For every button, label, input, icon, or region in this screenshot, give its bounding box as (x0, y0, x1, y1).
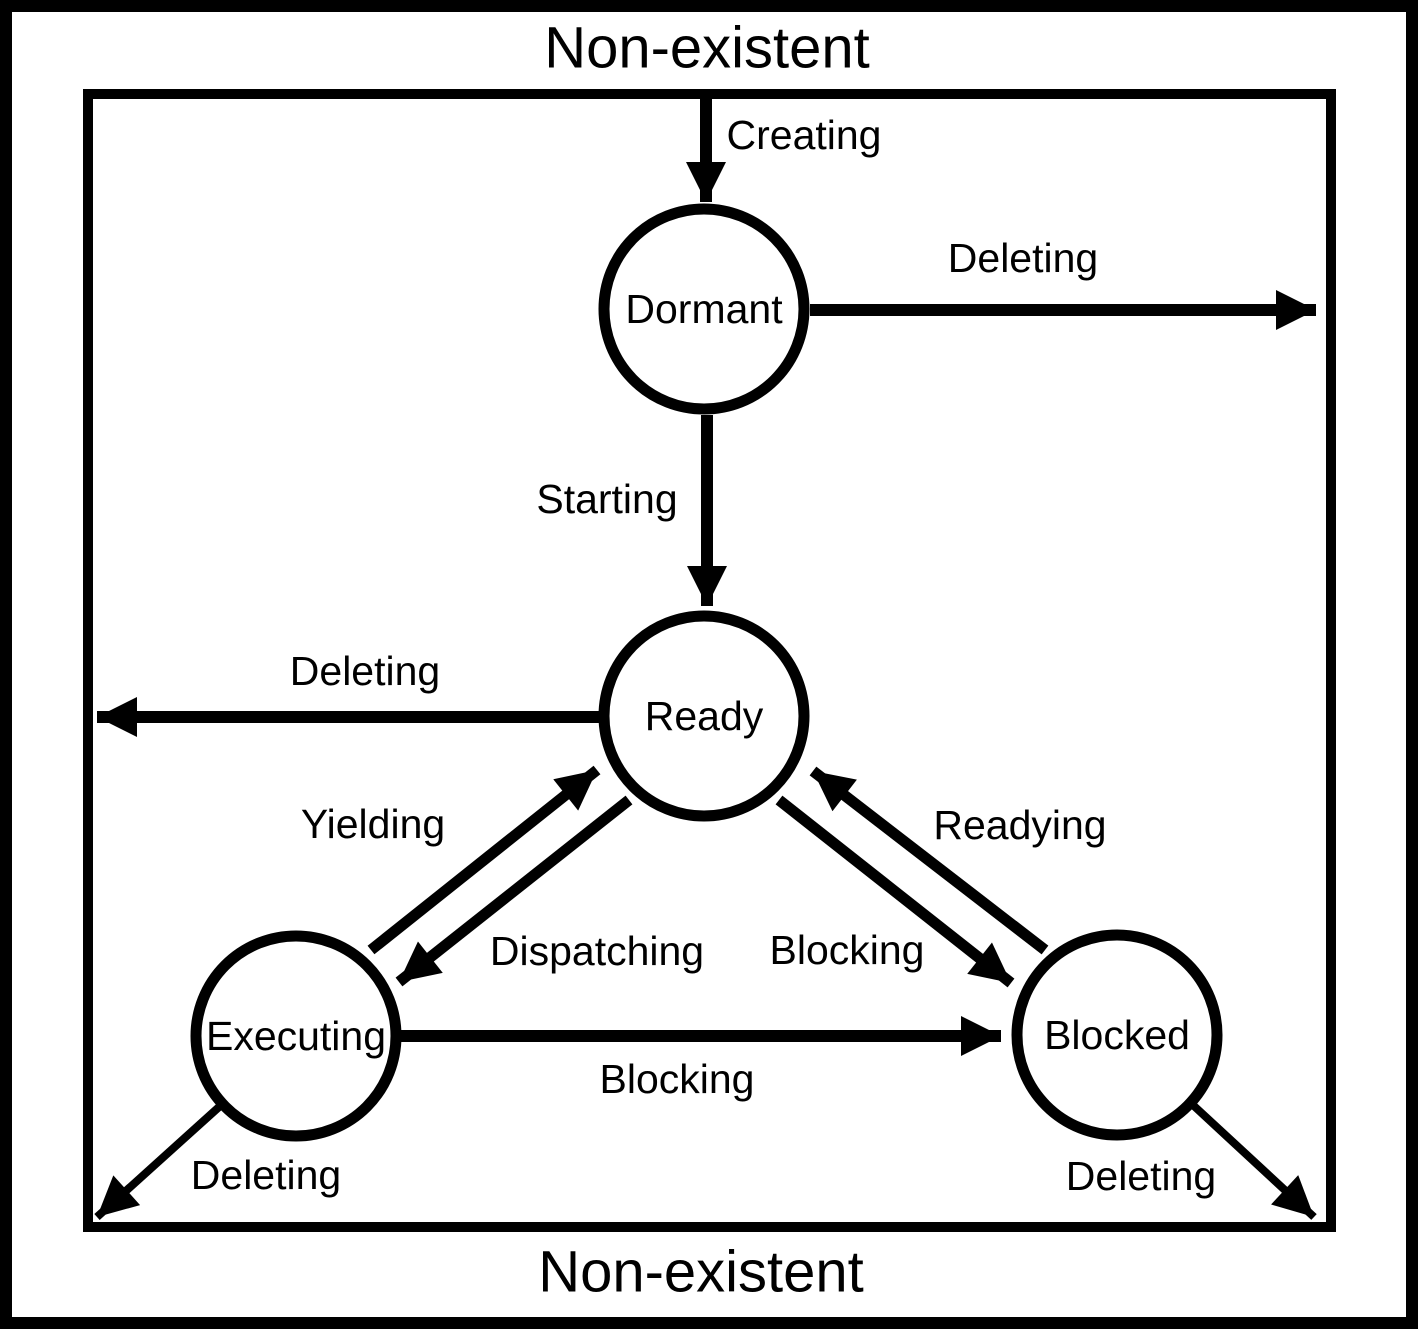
edge-blocking-executing-label: Blocking (600, 1056, 755, 1102)
node-dormant: Dormant (598, 203, 810, 415)
system-boundary-box (83, 89, 1336, 1232)
node-executing-label: Executing (206, 1013, 386, 1059)
edge-creating-label: Creating (727, 112, 882, 158)
edge-readying-arrow (809, 766, 1049, 955)
node-executing: Executing (190, 930, 402, 1142)
node-blocked-label: Blocked (1044, 1012, 1190, 1058)
edge-dispatching-label: Dispatching (490, 928, 704, 974)
node-dormant-circle (598, 203, 810, 415)
transition-labels: CreatingDeletingStartingDeletingYielding… (191, 112, 1216, 1199)
non-existent-bottom-label: Non-existent (538, 1240, 864, 1305)
edge-dispatching-arrow (395, 795, 633, 987)
node-dormant-label: Dormant (625, 286, 783, 332)
node-ready: Ready (598, 610, 810, 822)
edge-readying-label: Readying (933, 802, 1106, 848)
node-blocked-circle (1011, 929, 1223, 1141)
edge-yielding-label: Yielding (301, 801, 445, 847)
node-ready-circle (598, 610, 810, 822)
edge-deleting-ready-label: Deleting (290, 648, 440, 694)
edge-blocking-ready-arrow (775, 795, 1015, 988)
edge-deleting-dormant-label: Deleting (948, 235, 1098, 281)
transition-arrows (94, 99, 1317, 1220)
non-existent-top-label: Non-existent (544, 16, 870, 81)
node-blocked: Blocked (1011, 929, 1223, 1141)
node-ready-label: Ready (645, 693, 764, 739)
edge-blocking-ready-label: Blocking (770, 927, 925, 973)
edge-yielding-arrow (367, 765, 601, 955)
edge-starting-label: Starting (536, 476, 677, 522)
edge-deleting-executing-label: Deleting (191, 1152, 341, 1198)
edge-deleting-blocked-arrow (1191, 1103, 1317, 1220)
edge-deleting-blocked-label: Deleting (1066, 1153, 1216, 1199)
edge-deleting-executing-arrow (94, 1104, 222, 1220)
node-executing-circle (190, 930, 402, 1142)
